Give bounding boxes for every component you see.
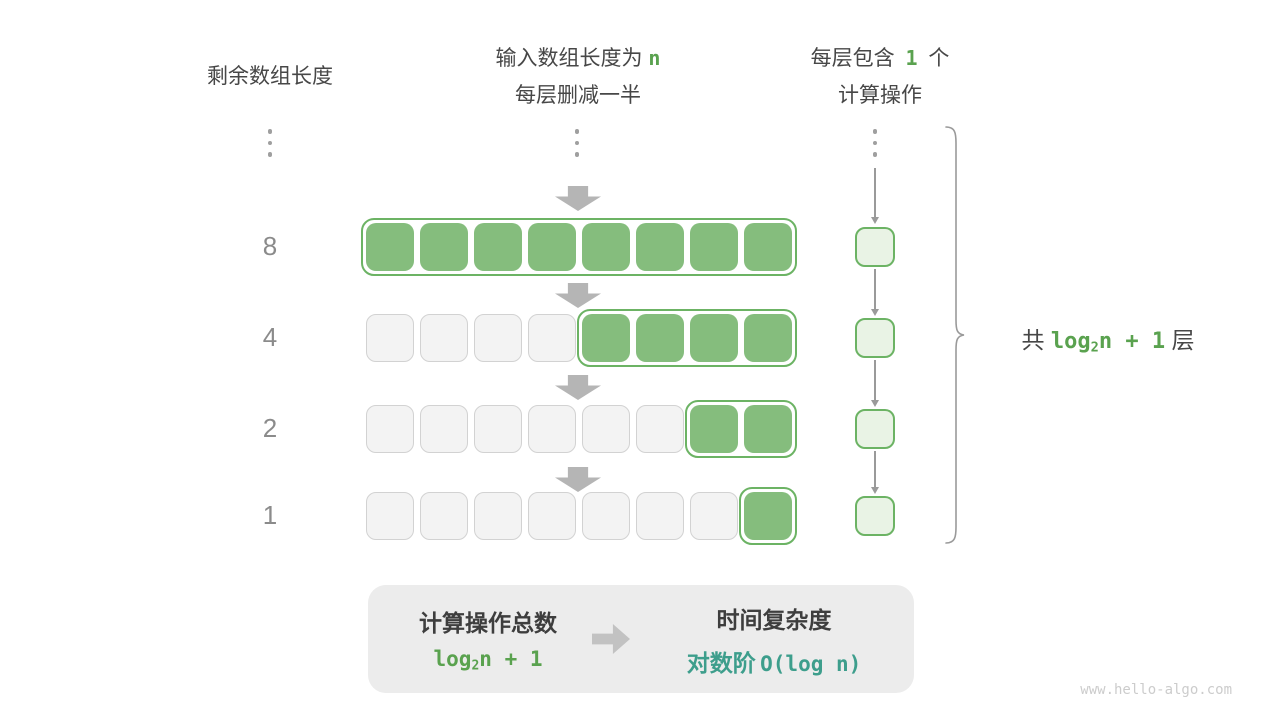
header-ops-per-level-suffix: 个 bbox=[922, 47, 950, 70]
array-cell-active bbox=[744, 314, 792, 362]
header-halve-each-level: 每层删减一半 bbox=[515, 84, 641, 107]
array-cell-empty bbox=[474, 405, 522, 453]
array-cell-empty bbox=[528, 314, 576, 362]
ellipsis-right-column bbox=[868, 129, 882, 157]
array-cell-active bbox=[690, 405, 738, 453]
array-cell-empty bbox=[366, 492, 414, 540]
summary-complexity-block: 时间复杂度 对数阶 O(log n) bbox=[643, 585, 905, 693]
header-input-length-text: 输入数组长度为 bbox=[495, 47, 649, 70]
array-cell-active bbox=[690, 223, 738, 271]
array-cell-active bbox=[690, 314, 738, 362]
total-levels-expression: log2n + 1 bbox=[1050, 329, 1166, 356]
array-row bbox=[366, 400, 797, 458]
array-cell-empty bbox=[420, 314, 468, 362]
summary-complexity-value: 对数阶 O(log n) bbox=[686, 649, 862, 676]
selected-subarray-outline bbox=[577, 309, 797, 367]
total-levels-label: 共 log2n + 1 层 bbox=[1000, 321, 1216, 355]
array-cell-empty bbox=[366, 405, 414, 453]
array-cell-active bbox=[366, 223, 414, 271]
array-cell-empty bbox=[582, 492, 630, 540]
array-row bbox=[366, 309, 797, 367]
total-levels-suffix: 层 bbox=[1165, 327, 1195, 353]
header-ops-per-level-count: 1 bbox=[905, 46, 918, 70]
header-compute-operation: 计算操作 bbox=[838, 84, 922, 107]
array-cell-active bbox=[744, 405, 792, 453]
selected-subarray-outline bbox=[739, 487, 797, 545]
summary-operations-block: 计算操作总数 log2n + 1 bbox=[378, 585, 598, 693]
ellipsis-left-column bbox=[263, 129, 277, 157]
header-ops-per-level-text: 每层包含 bbox=[810, 47, 901, 70]
row-label: 4 bbox=[262, 322, 278, 352]
operation-box bbox=[855, 496, 895, 536]
connector-arrow-icon bbox=[870, 269, 880, 316]
total-levels-prefix: 共 bbox=[1021, 327, 1051, 353]
connector-arrow-icon bbox=[870, 360, 880, 407]
array-cell-active bbox=[744, 492, 792, 540]
array-cell-active bbox=[474, 223, 522, 271]
summary-box: 计算操作总数 log2n + 1 时间复杂度 对数阶 O(log n) bbox=[368, 585, 914, 693]
summary-operations-expression: log2n + 1 bbox=[433, 647, 543, 674]
array-cell-active bbox=[636, 314, 684, 362]
row-label: 8 bbox=[262, 231, 278, 261]
array-row bbox=[361, 218, 797, 276]
array-cell-empty bbox=[636, 405, 684, 453]
array-cell-empty bbox=[528, 492, 576, 540]
selected-subarray-outline bbox=[685, 400, 797, 458]
array-cell-active bbox=[528, 223, 576, 271]
array-cell-active bbox=[744, 223, 792, 271]
array-cell-empty bbox=[474, 492, 522, 540]
array-cell-empty bbox=[420, 405, 468, 453]
array-cell-active bbox=[582, 223, 630, 271]
header-input-length-n: n bbox=[648, 46, 661, 70]
array-cell-empty bbox=[636, 492, 684, 540]
array-cell-empty bbox=[690, 492, 738, 540]
array-cell-active bbox=[582, 314, 630, 362]
summary-operations-title: 计算操作总数 bbox=[419, 610, 557, 637]
header-remaining-length: 剩余数组长度 bbox=[207, 65, 333, 88]
selected-subarray-outline bbox=[361, 218, 797, 276]
array-cell-empty bbox=[420, 492, 468, 540]
connector-arrow-icon bbox=[870, 451, 880, 494]
array-cell-empty bbox=[528, 405, 576, 453]
operation-box bbox=[855, 227, 895, 267]
row-label: 2 bbox=[262, 413, 278, 443]
array-row bbox=[366, 487, 797, 545]
array-cell-empty bbox=[582, 405, 630, 453]
array-cell-active bbox=[420, 223, 468, 271]
watermark: www.hello-algo.com bbox=[1080, 682, 1232, 698]
operation-box bbox=[855, 318, 895, 358]
row-label: 1 bbox=[262, 500, 278, 530]
array-cell-empty bbox=[366, 314, 414, 362]
ellipsis-middle-column bbox=[570, 129, 584, 157]
levels-brace bbox=[945, 126, 965, 544]
header-ops-per-level: 每层包含 1 个 bbox=[770, 44, 990, 73]
array-cell-empty bbox=[474, 314, 522, 362]
operation-box bbox=[855, 409, 895, 449]
header-input-length: 输入数组长度为 n bbox=[428, 44, 728, 73]
summary-complexity-title: 时间复杂度 bbox=[716, 606, 832, 633]
array-cell-active bbox=[636, 223, 684, 271]
connector-arrow-icon bbox=[870, 168, 880, 224]
